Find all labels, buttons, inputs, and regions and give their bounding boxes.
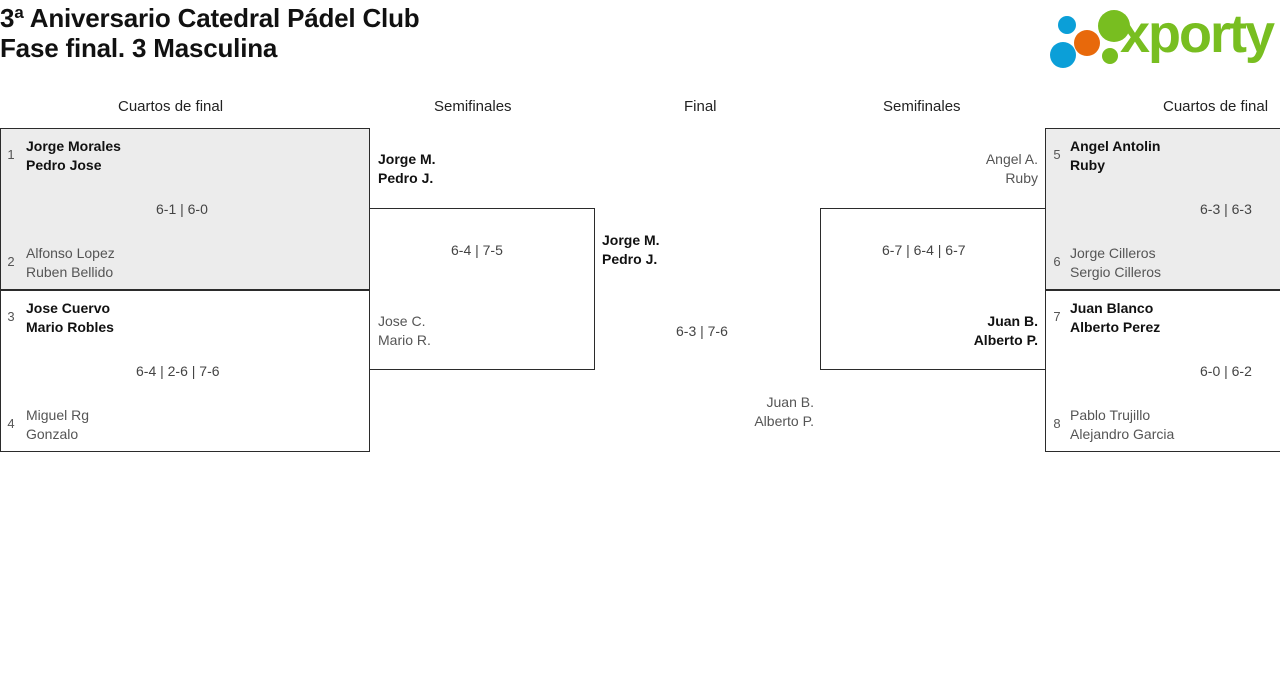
team-right-qf-2-top-line2: Alberto Perez xyxy=(1070,319,1161,335)
score-left-semifinal: 6-4 | 7-5 xyxy=(451,242,503,258)
team-left-qf-2-top-line1: Jose Cuervo xyxy=(26,300,111,316)
dot-green-small-icon xyxy=(1102,48,1118,64)
tournament-name: 3ª Aniversario Catedral Pádel Club xyxy=(0,3,420,33)
score-left-qf-2: 6-4 | 2-6 | 7-6 xyxy=(136,363,220,379)
team-right-qf-1-bottom-line1: Jorge Cilleros xyxy=(1070,245,1156,261)
score-left-qf-1: 6-1 | 6-0 xyxy=(156,201,208,217)
score-right-qf-2: 6-0 | 6-2 xyxy=(1200,363,1252,379)
round-header-left-semifinals: Semifinales xyxy=(434,98,512,115)
team-final-top-line1: Jorge M. xyxy=(602,232,660,248)
team-right-sf-bottom-line2: Alberto P. xyxy=(973,332,1038,348)
seed-4: 4 xyxy=(7,416,15,431)
seed-5: 5 xyxy=(1053,147,1061,162)
round-header-final: Final xyxy=(684,98,717,115)
xporty-logo: xporty xyxy=(1042,4,1275,68)
round-header-right-semifinals: Semifinales xyxy=(883,98,961,115)
team-right-sf-bottom-line1: Juan B. xyxy=(987,313,1038,329)
score-right-qf-1: 6-3 | 6-3 xyxy=(1200,201,1252,217)
team-left-sf-bottom-line2: Mario R. xyxy=(378,332,431,348)
team-left-qf-1-top-line1: Jorge Morales xyxy=(26,138,121,154)
seed-6: 6 xyxy=(1053,254,1061,269)
team-left-sf-top-line2: Pedro J. xyxy=(378,170,434,186)
team-right-qf-1-top-line1: Angel Antolin xyxy=(1070,138,1161,154)
match-right-qf-2[interactable] xyxy=(1045,290,1280,452)
team-left-qf-1-bottom-line2: Ruben Bellido xyxy=(26,264,114,280)
team-right-qf-2-top-line1: Juan Blanco xyxy=(1070,300,1154,316)
team-final-top-line2: Pedro J. xyxy=(602,251,658,267)
match-right-qf-1[interactable] xyxy=(1045,128,1280,290)
round-header-left-quarterfinals: Cuartos de final xyxy=(118,98,224,115)
dot-blue-small-icon xyxy=(1058,16,1076,34)
logo-wordmark: xporty xyxy=(1120,4,1275,64)
seed-3: 3 xyxy=(7,309,15,324)
team-right-qf-2-bottom-line2: Alejandro Garcia xyxy=(1070,426,1175,442)
logo-dots-icon xyxy=(1048,8,1130,68)
dot-green-large-icon xyxy=(1098,10,1130,42)
team-left-qf-2-bottom-line1: Miguel Rg xyxy=(26,407,90,423)
team-left-qf-2-bottom-line2: Gonzalo xyxy=(26,426,79,442)
team-right-qf-1-bottom-line2: Sergio Cilleros xyxy=(1070,264,1162,280)
team-right-qf-1-top-line2: Ruby xyxy=(1070,157,1105,173)
team-right-qf-2-bottom-line1: Pablo Trujillo xyxy=(1070,407,1151,423)
team-final-bottom-line1: Juan B. xyxy=(766,394,814,410)
match-right-semifinal[interactable] xyxy=(820,208,1046,370)
team-left-qf-1-bottom-line1: Alfonso Lopez xyxy=(26,245,115,261)
match-left-semifinal[interactable] xyxy=(369,208,595,370)
team-left-qf-1-top-line2: Pedro Jose xyxy=(26,157,102,173)
team-right-sf-top-line2: Ruby xyxy=(1005,170,1038,186)
match-left-qf-1[interactable] xyxy=(0,128,370,290)
seed-2: 2 xyxy=(7,254,15,269)
team-left-sf-bottom-line1: Jose C. xyxy=(378,313,426,329)
team-final-bottom-line2: Alberto P. xyxy=(754,413,814,429)
seed-7: 7 xyxy=(1053,309,1061,324)
score-right-semifinal: 6-7 | 6-4 | 6-7 xyxy=(882,242,966,258)
dot-blue-large-icon xyxy=(1050,42,1076,68)
team-left-sf-top-line1: Jorge M. xyxy=(378,151,436,167)
seed-1: 1 xyxy=(7,147,15,162)
seed-8: 8 xyxy=(1053,416,1061,431)
round-header-right-quarterfinals: Cuartos de final xyxy=(1163,98,1269,115)
score-final: 6-3 | 7-6 xyxy=(676,323,728,339)
match-left-qf-2[interactable] xyxy=(0,290,370,452)
dot-orange-icon xyxy=(1074,30,1100,56)
page-title: 3ª Aniversario Catedral Pádel Club Fase … xyxy=(0,0,900,63)
tournament-phase: Fase final. 3 Masculina xyxy=(0,33,278,63)
team-left-qf-2-top-line2: Mario Robles xyxy=(26,319,114,335)
team-right-sf-top-line1: Angel A. xyxy=(985,151,1038,167)
